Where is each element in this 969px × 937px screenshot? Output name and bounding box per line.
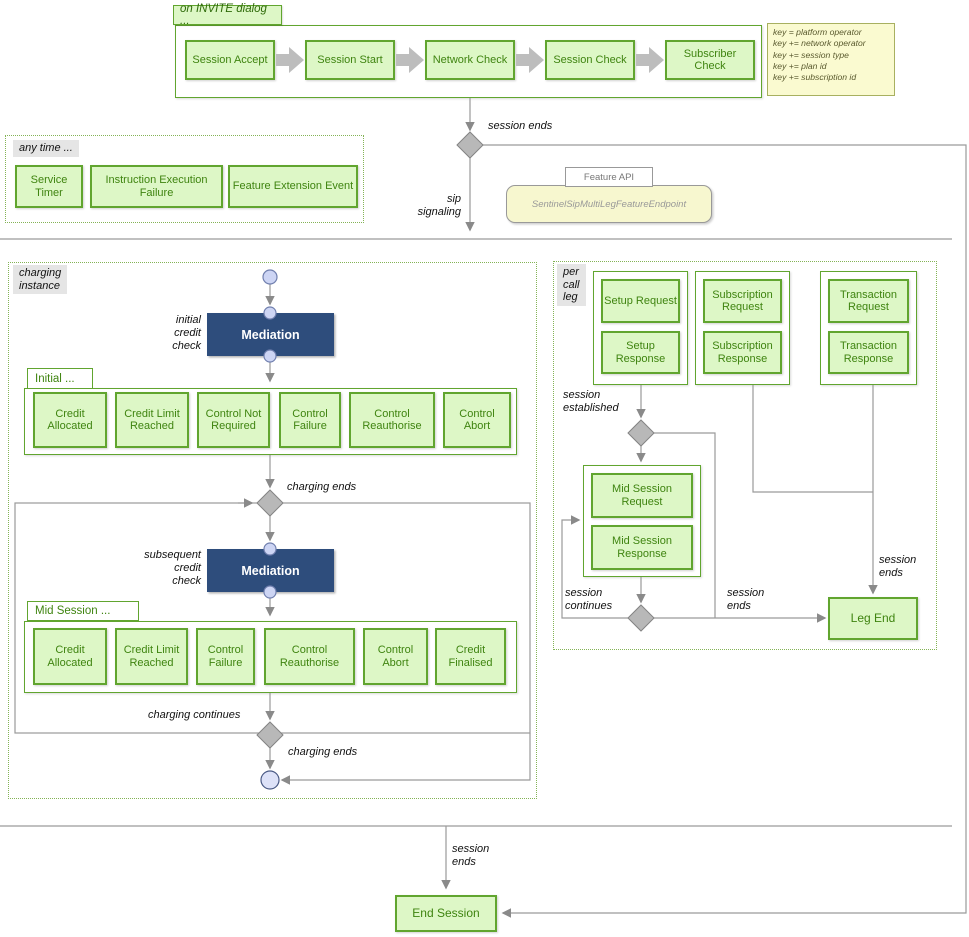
mid-session-section-label: Mid Session ... [27,601,139,621]
label-session-ends-bottom: session ends [452,843,490,868]
feature-api-label: Feature API [565,167,653,187]
node-initial-control-abort: Control Abort [443,392,511,448]
node-session-check: Session Check [545,40,635,80]
key-note-line: key += session type [773,49,849,60]
node-service-timer: Service Timer [15,165,83,208]
node-mid-session-request: Mid Session Request [591,473,693,518]
session-key-note: key = platform operator key += network o… [767,23,895,96]
initial-section-label: Initial ... [27,368,93,389]
region-label-any-time: any time ... [13,140,79,157]
node-end-session: End Session [395,895,497,932]
node-mid-session-response: Mid Session Response [591,525,693,570]
node-subscriber-check: Subscriber Check [665,40,755,80]
node-setup-request: Setup Request [601,279,680,323]
node-session-accept: Session Accept [185,40,275,80]
node-initial-control-reauthorise: Control Reauthorise [349,392,435,448]
node-subscription-request: Subscription Request [703,279,782,323]
node-transaction-response: Transaction Response [828,331,909,374]
node-initial-control-not-required: Control Not Required [197,392,270,448]
region-label-charging-instance: charging instance [13,265,68,295]
node-session-start: Session Start [305,40,395,80]
decision-diamond-session-ends [456,131,484,159]
node-network-check: Network Check [425,40,515,80]
node-mid-credit-allocated: Credit Allocated [33,628,107,685]
node-transaction-request: Transaction Request [828,279,909,323]
invite-dialog-label: on INVITE dialog ... [173,3,282,27]
node-leg-end: Leg End [828,597,918,640]
node-initial-credit-limit-reached: Credit Limit Reached [115,392,189,448]
node-feature-extension-event: Feature Extension Event [228,165,358,208]
label-charging-ends-1: charging ends [287,481,357,493]
key-note-line: key += plan id [773,61,827,72]
node-initial-credit-allocated: Credit Allocated [33,392,107,448]
label-initial-credit-check: initial credit check [172,314,201,352]
node-instruction-execution-failure: Instruction Execution Failure [90,165,223,208]
node-mid-control-reauthorise: Control Reauthorise [264,628,355,685]
label-charging-ends-2: charging ends [288,746,358,758]
label-session-ends-mid: session ends [727,587,765,612]
node-initial-control-failure: Control Failure [279,392,341,448]
label-charging-continues: charging continues [148,709,241,721]
node-mid-credit-finalised: Credit Finalised [435,628,506,685]
node-mediation-initial: Mediation [207,313,334,356]
node-mid-control-abort: Control Abort [363,628,428,685]
label-session-continues: session continues [565,587,613,612]
feature-endpoint-box: SentinelSipMultiLegFeatureEndpoint [506,185,712,223]
node-mid-credit-limit-reached: Credit Limit Reached [115,628,188,685]
label-session-ends-top: session ends [488,120,553,132]
key-note-line: key = platform operator [773,27,862,37]
node-setup-response: Setup Response [601,331,680,374]
key-note-line: key += subscription id [773,72,857,83]
label-session-established: session established [563,389,619,414]
node-subscription-response: Subscription Response [703,331,782,374]
node-mid-control-failure: Control Failure [196,628,255,685]
node-mediation-subsequent: Mediation [207,549,334,592]
label-subsequent-credit-check: subsequent credit check [144,549,201,587]
label-sip-signaling: sip signaling [417,193,461,218]
key-note-line: key += network operator [773,38,866,49]
region-label-per-call-leg: per call leg [557,264,586,306]
label-session-ends-right: session ends [879,554,917,579]
